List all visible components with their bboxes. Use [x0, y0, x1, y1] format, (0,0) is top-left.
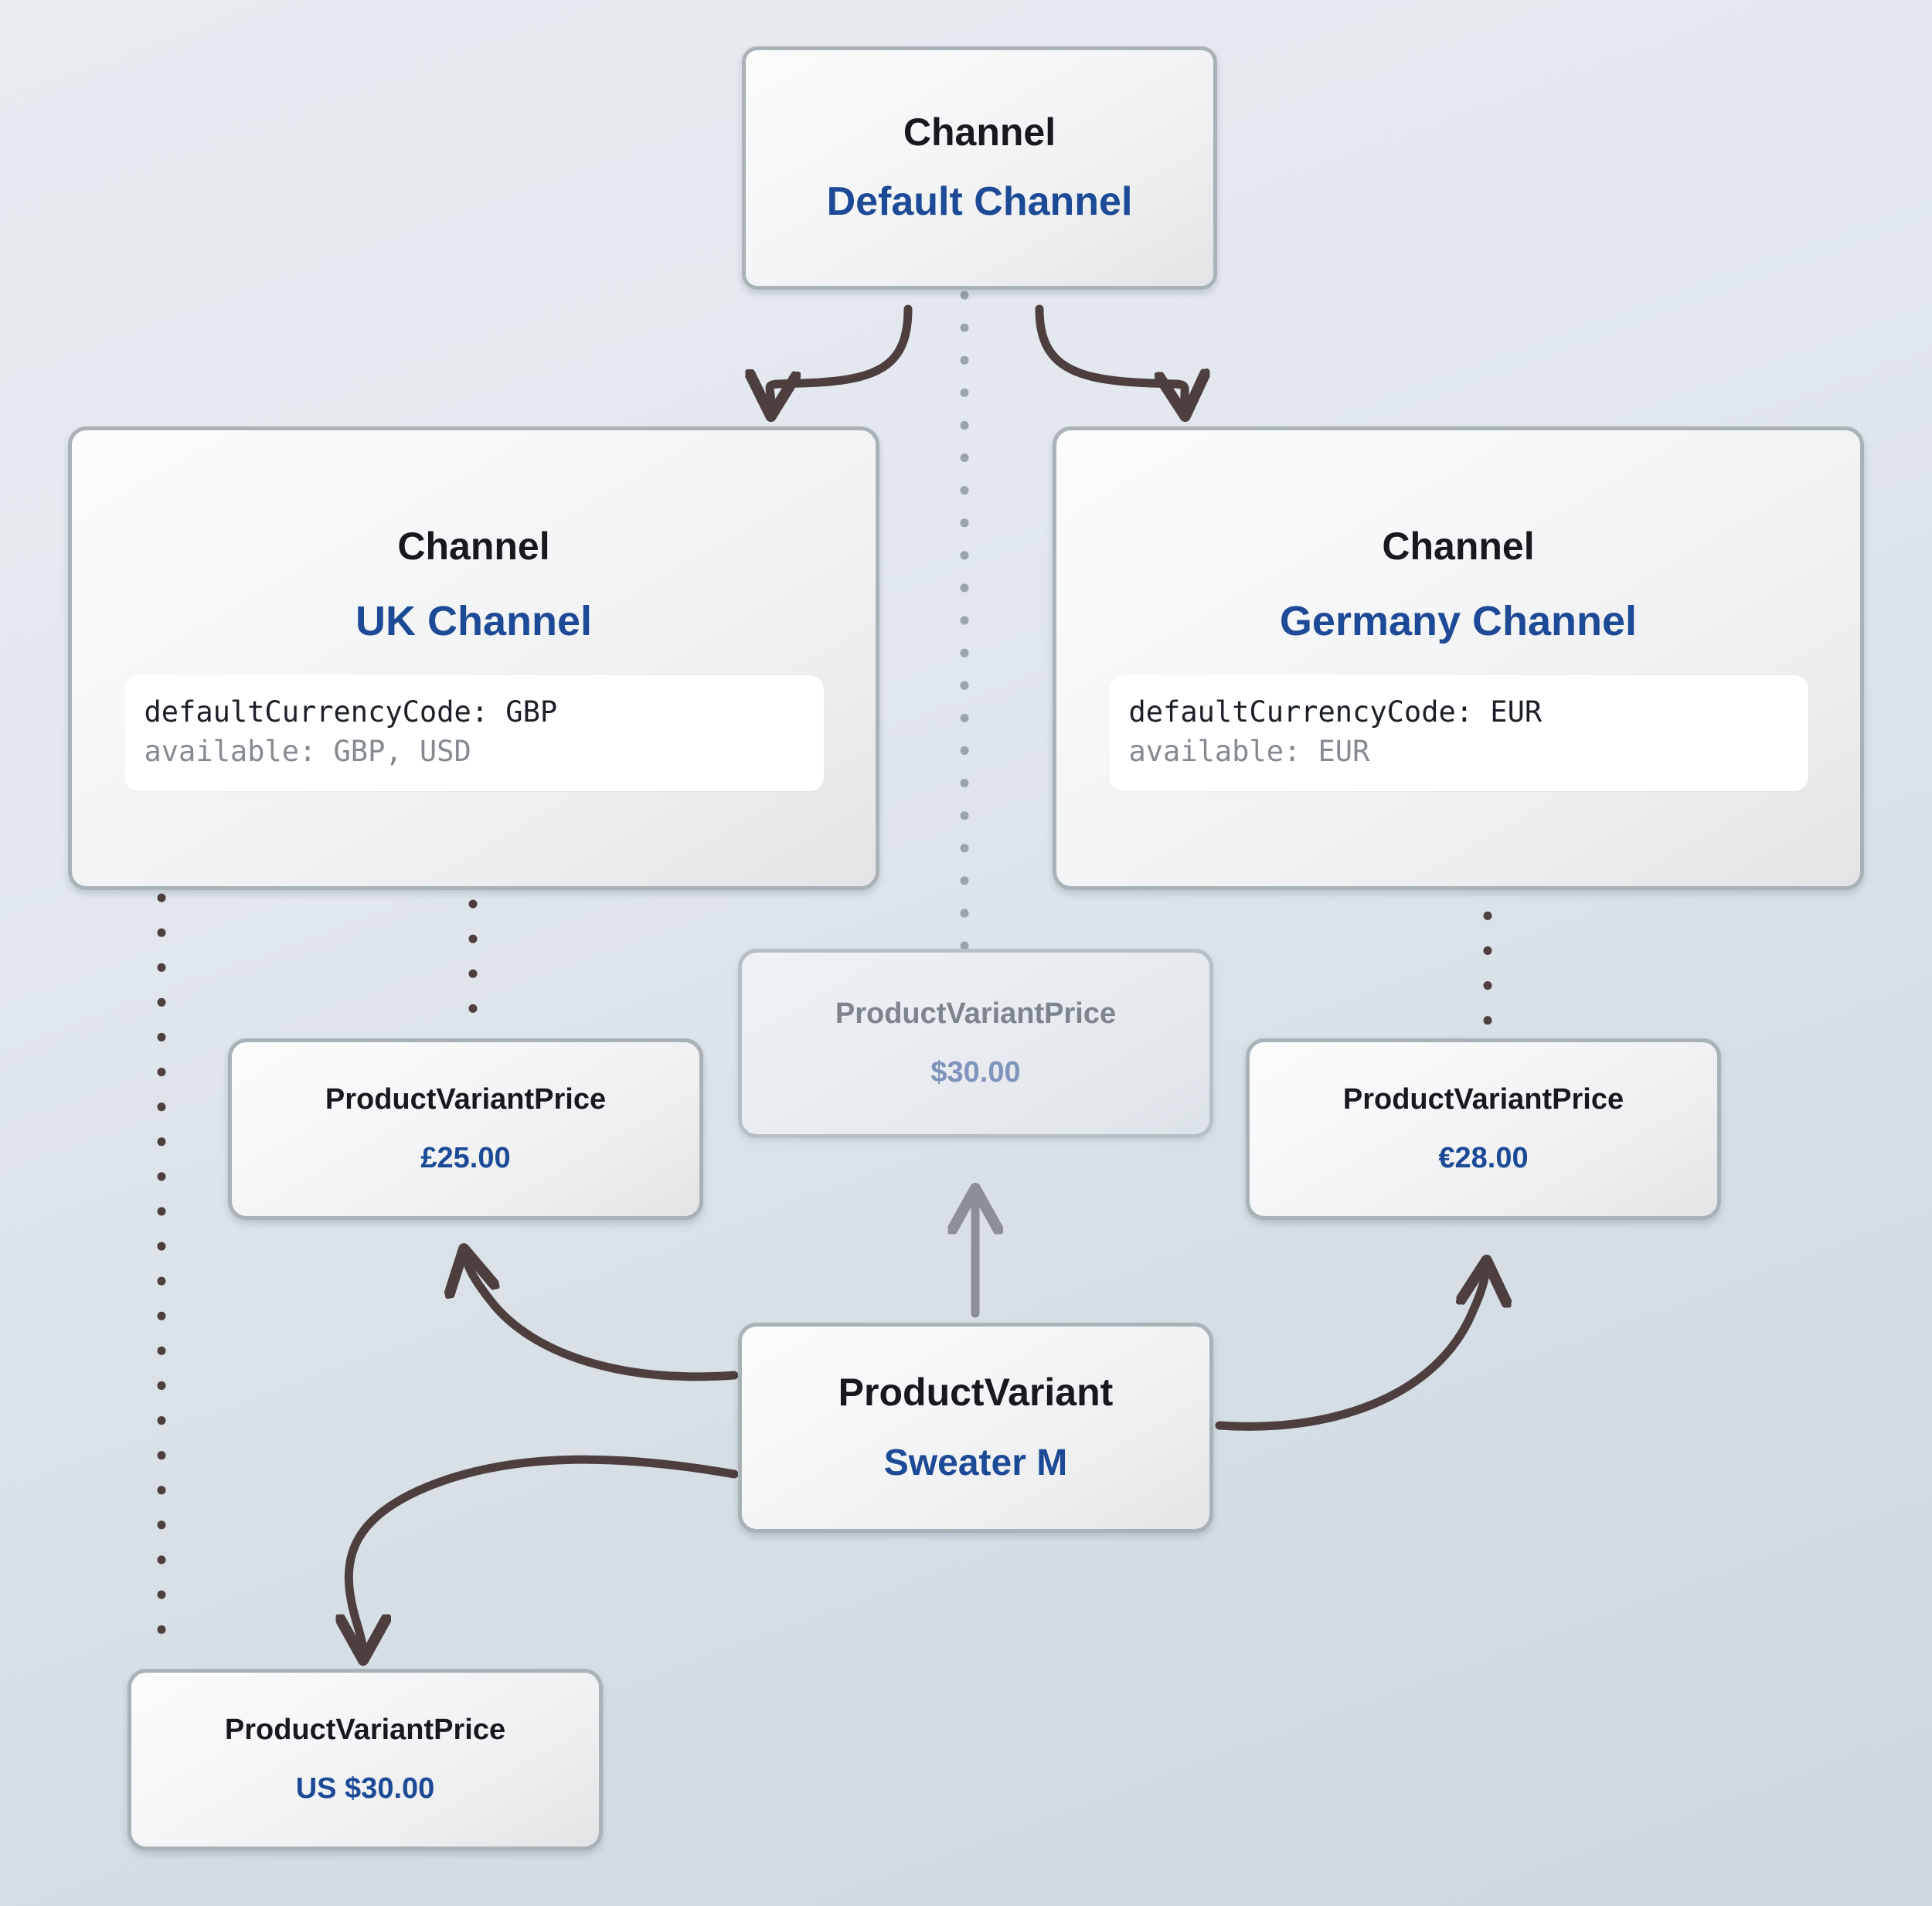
node-price-value: $30.00 [930, 1055, 1021, 1089]
node-price-value: €28.00 [1438, 1141, 1529, 1174]
edge-variant-to-price-eur [1215, 1267, 1486, 1431]
attr-default-currency-code: defaultCurrencyCode: GBP [144, 695, 558, 729]
node-type-label: ProductVariantPrice [1342, 1082, 1624, 1116]
node-name-label: UK Channel [355, 597, 593, 644]
edge-variant-to-price-usd [349, 1455, 739, 1653]
node-name-label: Default Channel [826, 179, 1133, 225]
node-type-label: ProductVariantPrice [325, 1082, 607, 1116]
attr-available-currencies: available: GBP, USD [144, 735, 471, 769]
node-germany-channel[interactable]: Channel Germany Channel defaultCurrencyC… [1053, 426, 1864, 890]
node-type-label: ProductVariant [838, 1371, 1114, 1415]
node-type-label: Channel [1382, 524, 1535, 568]
node-type-label: ProductVariantPrice [835, 997, 1117, 1030]
node-price-value: £25.00 [420, 1141, 511, 1174]
edge-variant-to-price-gbp [465, 1255, 739, 1381]
node-name-label: Germany Channel [1279, 597, 1638, 644]
node-type-label: Channel [397, 524, 550, 568]
node-name-label: Sweater M [883, 1442, 1068, 1484]
node-attributes-panel: defaultCurrencyCode: EUR available: EUR [1108, 675, 1808, 792]
node-price-usd[interactable]: ProductVariantPrice US $30.00 [128, 1669, 603, 1850]
node-uk-channel[interactable]: Channel UK Channel defaultCurrencyCode: … [68, 426, 879, 890]
node-price-usd-ghost[interactable]: ProductVariantPrice $30.00 [738, 949, 1213, 1138]
node-price-gbp[interactable]: ProductVariantPrice £25.00 [228, 1038, 703, 1220]
edge-default-to-uk [770, 304, 913, 409]
node-attributes-panel: defaultCurrencyCode: GBP available: GBP,… [124, 675, 824, 792]
node-type-label: Channel [903, 110, 1056, 155]
node-price-eur[interactable]: ProductVariantPrice €28.00 [1246, 1038, 1721, 1220]
node-type-label: ProductVariantPrice [224, 1713, 506, 1746]
attr-default-currency-code: defaultCurrencyCode: EUR [1128, 695, 1543, 729]
node-default-channel[interactable]: Channel Default Channel [742, 46, 1217, 290]
node-price-value: US $30.00 [295, 1772, 435, 1805]
attr-available-currencies: available: EUR [1128, 735, 1370, 769]
node-product-variant[interactable]: ProductVariant Sweater M [738, 1323, 1213, 1533]
edge-default-to-germany [1035, 304, 1185, 409]
